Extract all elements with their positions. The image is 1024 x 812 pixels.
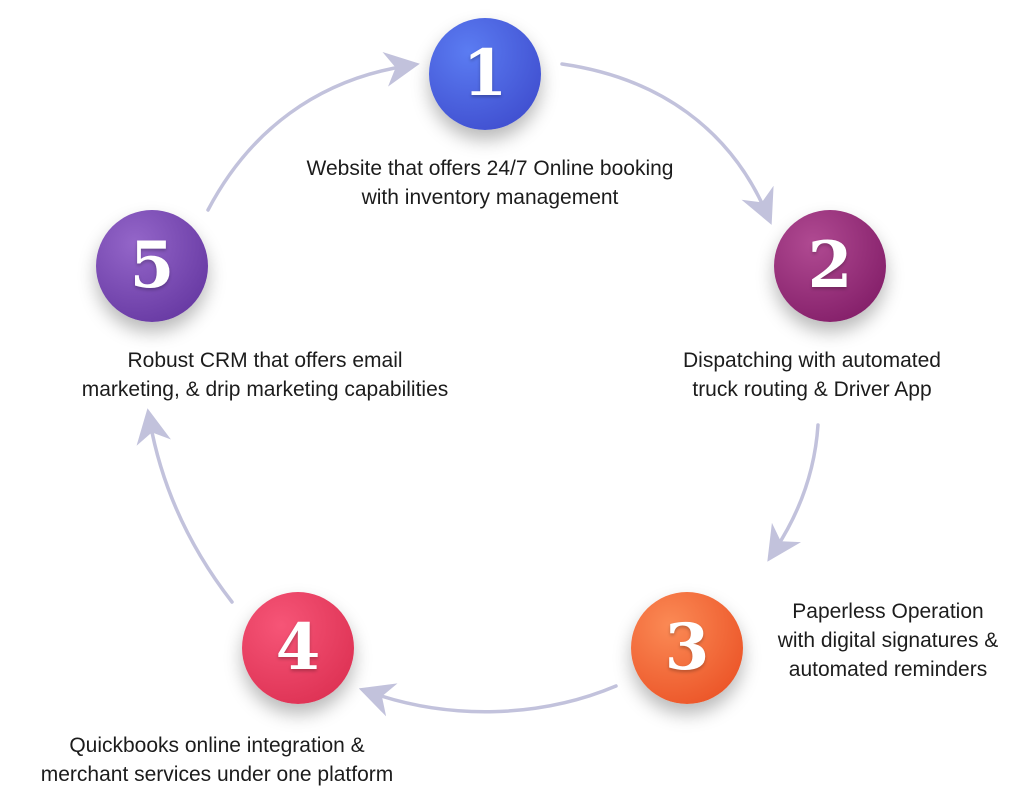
step-2-caption: Dispatching with automated truck routing… bbox=[652, 346, 972, 404]
arrow-2-to-3 bbox=[767, 423, 820, 562]
step-4-caption-line: merchant services under one platform bbox=[40, 763, 394, 786]
arrow-4-to-5 bbox=[136, 408, 234, 604]
step-2-circle: 2 bbox=[774, 210, 886, 322]
step-3-number: 3 bbox=[664, 610, 710, 685]
step-3-caption-line: automated reminders bbox=[788, 658, 988, 681]
step-1-circle: 1 bbox=[429, 18, 541, 130]
step-2-number: 2 bbox=[807, 228, 853, 303]
step-2-caption-line: truck routing & Driver App bbox=[692, 378, 932, 401]
step-5-number: 5 bbox=[129, 228, 175, 303]
step-5-caption: Robust CRM that offers email marketing, … bbox=[50, 346, 480, 404]
step-2-caption-line: Dispatching with automated bbox=[683, 349, 941, 372]
step-4-circle: 4 bbox=[242, 592, 354, 704]
step-4-caption: Quickbooks online integration & merchant… bbox=[12, 731, 422, 789]
step-1-caption-line: with inventory management bbox=[361, 186, 619, 209]
step-1-caption-line: Website that offers 24/7 Online booking bbox=[306, 157, 674, 180]
arrow-1-to-2 bbox=[560, 62, 774, 225]
step-4-caption-line: Quickbooks online integration & bbox=[69, 734, 365, 757]
step-5-caption-line: marketing, & drip marketing capabilities bbox=[81, 378, 449, 401]
step-5-circle: 5 bbox=[96, 210, 208, 322]
step-3-caption-line: with digital signatures & bbox=[777, 629, 999, 652]
step-3-circle: 3 bbox=[631, 592, 743, 704]
arrow-5-to-1 bbox=[206, 52, 420, 212]
step-3-caption: Paperless Operation with digital signatu… bbox=[758, 597, 1018, 684]
arrow-3-to-4 bbox=[358, 683, 618, 717]
step-3-caption-line: Paperless Operation bbox=[792, 600, 984, 623]
step-4-number: 4 bbox=[275, 610, 321, 685]
step-1-number: 1 bbox=[462, 36, 508, 111]
step-5-caption-line: Robust CRM that offers email bbox=[127, 349, 403, 372]
step-1-caption: Website that offers 24/7 Online booking … bbox=[280, 154, 700, 212]
